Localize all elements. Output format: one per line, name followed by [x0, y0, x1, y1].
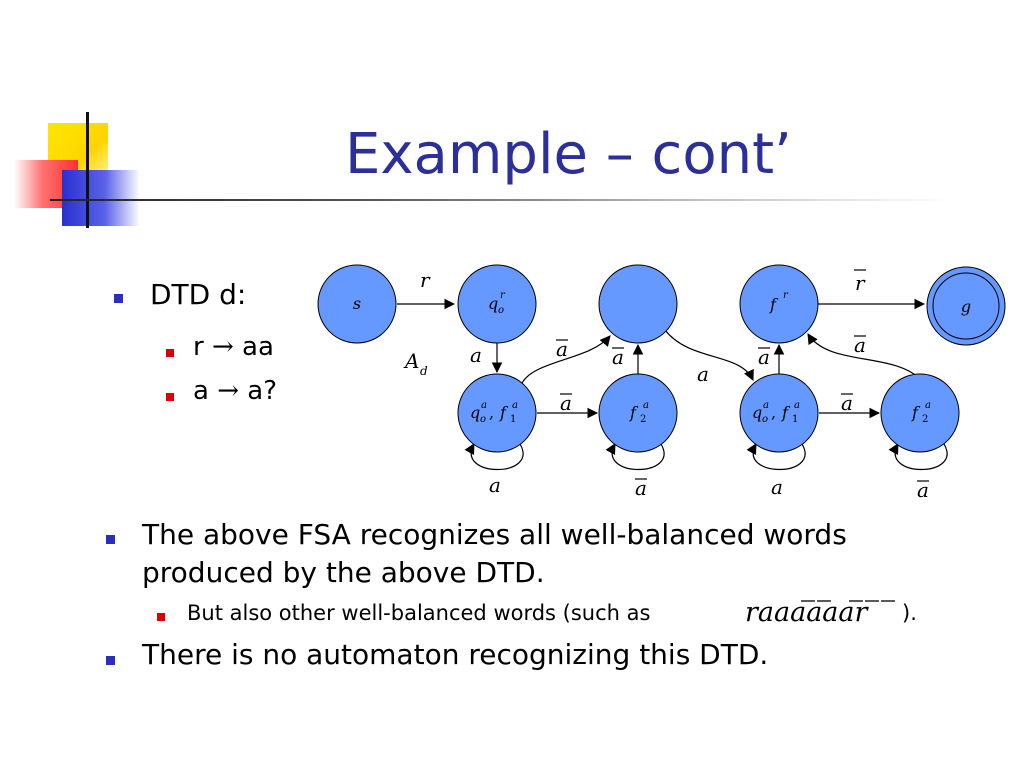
dtd-rule-1: r → aa — [193, 332, 274, 362]
edge-label: a — [771, 475, 783, 499]
item-2: There is no automaton recognizing this D… — [142, 638, 769, 671]
node-label: f — [499, 403, 509, 422]
state-s — [317, 264, 397, 344]
state-mid — [598, 264, 678, 344]
node-label-sub: o — [480, 414, 486, 425]
node-label: f — [781, 403, 791, 422]
logo-blue-square — [62, 170, 140, 226]
node-label-sup: a — [512, 400, 518, 411]
node-label-sub: 2 — [922, 414, 928, 425]
example-word-formula: raaaaaar — [745, 597, 868, 628]
edge-label: r — [855, 271, 866, 295]
automaton-label-sub: d — [420, 364, 428, 378]
edge-label: a — [556, 337, 568, 361]
bullet-icon — [166, 393, 174, 401]
node-label: q — [752, 403, 762, 422]
bullet-icon — [114, 294, 123, 303]
node-label-sup: a — [643, 400, 649, 411]
state-fr — [739, 264, 819, 344]
bullet-icon — [166, 349, 174, 357]
node-label: q — [470, 403, 480, 422]
automaton-label: A — [403, 349, 419, 373]
edge-f2-fr-curve — [807, 333, 920, 379]
edge-label: a — [612, 345, 624, 369]
state-qf1-left — [457, 373, 537, 453]
edge-label: a — [635, 476, 647, 500]
arrow-icon: → — [211, 332, 234, 362]
rule-lhs: r — [193, 332, 204, 362]
node-label: s — [353, 294, 361, 313]
edge-label: a — [470, 343, 482, 367]
state-qf1-right — [739, 373, 819, 453]
dtd-rule-2: a → a? — [193, 376, 277, 406]
node-label: f — [629, 403, 639, 422]
sub-item-suffix: ). — [902, 601, 917, 625]
edge-label: a — [917, 478, 929, 502]
state-g-inner — [932, 272, 1000, 340]
node-label-sup: a — [925, 400, 931, 411]
rule-lhs: a — [193, 376, 209, 406]
edge-mid-qf1-right — [664, 329, 754, 381]
node-label-sub: 2 — [640, 414, 646, 425]
node-label-sup: a — [763, 400, 769, 411]
node-label: f — [911, 403, 921, 422]
node-label: q — [488, 294, 498, 313]
edge-label: a — [841, 391, 853, 415]
state-f2-left — [598, 373, 678, 453]
loop-qf1-right — [746, 443, 806, 470]
arrow-icon: → — [217, 376, 239, 406]
edge-label: a — [758, 345, 770, 369]
edge-label: a — [854, 333, 866, 357]
node-label-comma: , — [771, 403, 776, 422]
node-label-sup: r — [500, 290, 506, 301]
node-label-sub: 1 — [792, 414, 798, 425]
node-label-sub: o — [762, 414, 768, 425]
item-1-line-2: produced by the above DTD. — [142, 556, 545, 589]
loop-qf1-left — [464, 443, 524, 470]
bullet-icon — [106, 535, 115, 544]
loop-f2-right — [888, 443, 948, 470]
slide-title: Example – cont’ — [345, 122, 792, 187]
node-label-comma: , — [489, 403, 494, 422]
node-label-sub: o — [498, 305, 504, 316]
edge-qf1-mid — [521, 335, 611, 384]
state-q0r — [457, 264, 537, 344]
loop-f2-left — [605, 443, 665, 470]
node-label: f — [769, 295, 779, 314]
node-label-sup: r — [783, 290, 789, 301]
edge-label: r — [420, 268, 431, 292]
node-label: g — [961, 297, 971, 316]
node-label-sup: a — [481, 400, 487, 411]
state-f2-right — [880, 373, 960, 453]
item-1-line-1: The above FSA recognizes all well-balanc… — [142, 518, 847, 551]
edge-label: a — [489, 473, 501, 497]
bullet-icon — [157, 613, 165, 621]
node-label-sup: a — [794, 400, 800, 411]
logo-vertical-line — [86, 112, 89, 228]
node-label-sub: 1 — [510, 414, 516, 425]
rule-rhs: a? — [247, 376, 277, 406]
edge-label: a — [697, 362, 709, 386]
rule-rhs: aa — [242, 332, 274, 362]
bullet-icon — [106, 656, 115, 665]
sub-item-text: But also other well-balanced words (such… — [187, 601, 651, 625]
title-underline — [50, 199, 950, 201]
dtd-heading: DTD d: — [150, 278, 247, 311]
edge-label: a — [560, 391, 572, 415]
